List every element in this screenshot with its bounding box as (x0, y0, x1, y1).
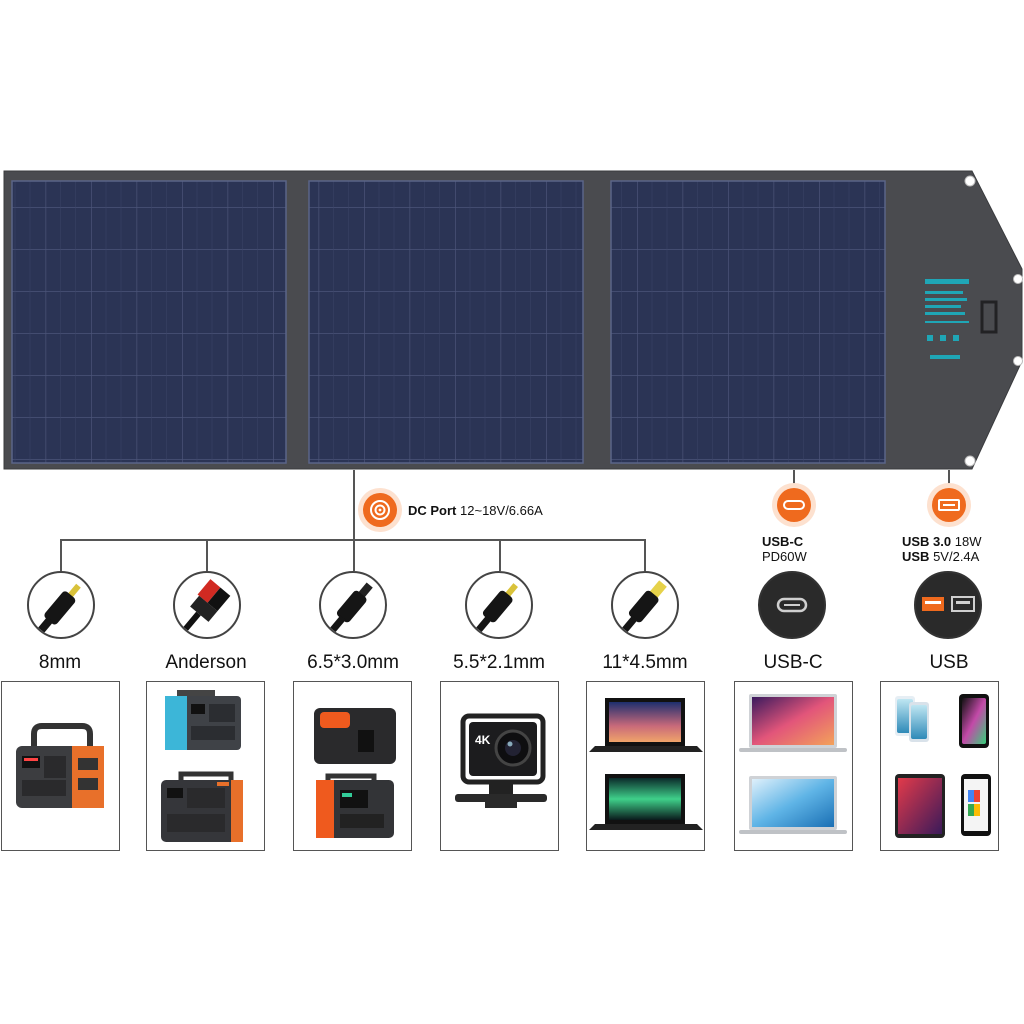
connector-label-5521: 5.5*2.1mm (453, 652, 545, 673)
grommet (1013, 356, 1023, 366)
phone-icon (961, 774, 991, 836)
drop-line-anderson (206, 539, 208, 571)
connector-anderson-icon (173, 571, 241, 639)
connector-1145-icon (611, 571, 679, 639)
dc-port-icon (363, 493, 397, 527)
usb-line (948, 470, 950, 488)
connector-label-usbc: USB-C (763, 652, 823, 673)
drop-line-1145 (644, 539, 646, 571)
laptop-icon (589, 774, 703, 830)
phone-icon (959, 694, 989, 748)
power-station-icon (16, 723, 104, 808)
power-bank-icon (314, 708, 396, 764)
solar-panel-middle (308, 180, 584, 464)
solar-panel-right (610, 180, 886, 464)
drop-line-6530 (353, 539, 355, 571)
device-card-usbc (734, 681, 853, 851)
power-station-icon (316, 773, 394, 838)
grommet (964, 175, 976, 187)
spec-label (925, 279, 998, 359)
grommet (964, 455, 976, 467)
device-card-anderson (146, 681, 265, 851)
tablet-icon (895, 774, 945, 838)
laptop-icon (739, 776, 847, 834)
power-station-icon (165, 690, 241, 750)
connector-8mm-icon (27, 571, 95, 639)
solar-panel-left (11, 180, 287, 464)
laptop-icon (739, 694, 847, 752)
usb-port-icon (932, 488, 966, 522)
power-station-icon (161, 771, 243, 842)
device-card-1145 (586, 681, 705, 851)
dc-trunk-line (353, 470, 355, 540)
usbc-socket-icon (758, 571, 826, 639)
connector-label-1145: 11*4.5mm (602, 652, 688, 673)
usbc-port-label: USB-C PD60W (762, 534, 807, 564)
drop-line-8mm (60, 539, 62, 571)
drop-line-5521 (499, 539, 501, 571)
connector-6530-icon (319, 571, 387, 639)
laptop-icon (589, 698, 703, 752)
dc-port-label: DC Port 12~18V/6.66A (408, 503, 543, 518)
usbc-port-icon (777, 488, 811, 522)
action-camera-icon: 4K (455, 713, 547, 808)
device-card-6530 (293, 681, 412, 851)
usbc-line (793, 470, 795, 488)
connector-label-usb: USB (929, 652, 969, 673)
usb-socket-icon (914, 571, 982, 639)
usb-port-label: USB 3.0 18W USB 5V/2.4A (902, 534, 982, 564)
camera-badge-text: 4K (475, 733, 491, 747)
dc-branch-line (60, 539, 645, 541)
device-card-5521: 4K (440, 681, 559, 851)
phone-icon (895, 696, 929, 742)
connector-label-6530: 6.5*3.0mm (307, 652, 399, 673)
device-card-usb (880, 681, 999, 851)
device-card-8mm (1, 681, 120, 851)
grommet (1013, 274, 1023, 284)
connector-label-8mm: 8mm (38, 652, 82, 673)
solar-panel (3, 170, 1023, 470)
connector-label-anderson: Anderson (165, 652, 247, 673)
connector-5521-icon (465, 571, 533, 639)
